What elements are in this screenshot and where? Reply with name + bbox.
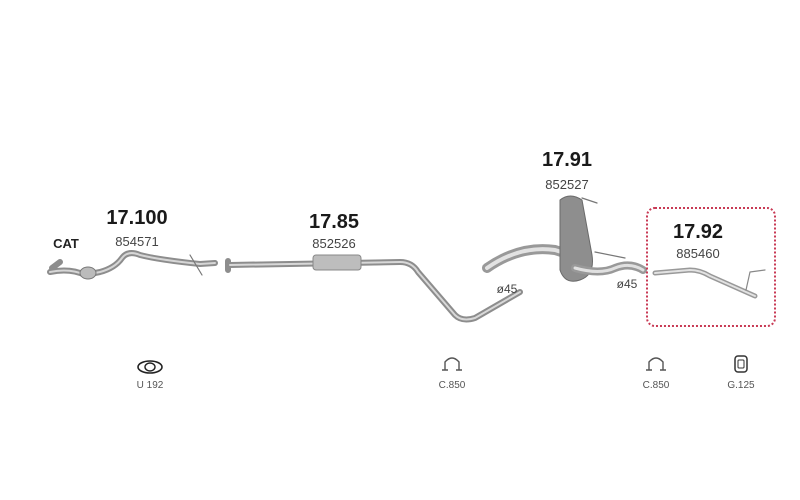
rubber-hanger-icon[interactable] [733,354,749,374]
part-code: 852527 [545,177,589,192]
accessory-code: C.850 [438,380,466,391]
part-number[interactable]: 17.91 [541,149,593,171]
part-17-91-silencer[interactable] [482,195,647,282]
highlighted-part-box [646,207,776,327]
diameter-label: ø45 [616,277,638,291]
part-17-100-pipe[interactable] [47,250,218,280]
part-17-92-tailpipe[interactable] [652,267,766,299]
part-17-85-pipe[interactable] [225,254,523,323]
gasket-icon[interactable] [136,359,164,375]
clamp-icon[interactable] [440,354,464,374]
part-number[interactable]: 17.92 [672,221,724,243]
part-number[interactable]: 17.85 [308,211,360,233]
accessory-code: U 192 [136,380,164,391]
accessory-code: C.850 [642,380,670,391]
cat-label: CAT [53,236,79,251]
part-code: 854571 [115,234,159,249]
part-code: 885460 [676,246,720,261]
diameter-label: ø45 [496,282,518,296]
accessory-code: G.125 [727,380,755,391]
part-code: 852526 [312,236,356,251]
clamp-icon[interactable] [644,354,668,374]
part-number[interactable]: 17.100 [106,207,168,229]
